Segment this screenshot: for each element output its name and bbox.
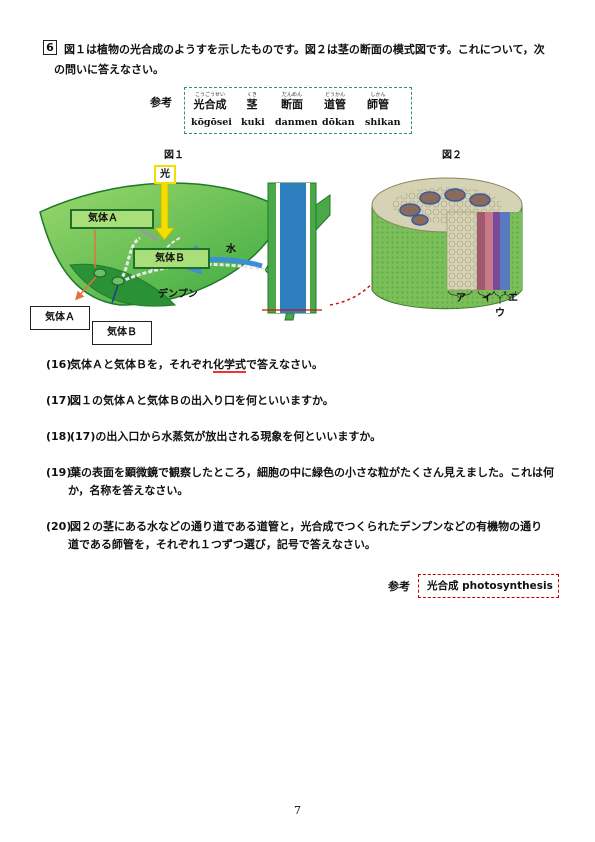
figure2-title: 図２ bbox=[442, 150, 462, 161]
question-20: (20)図２の茎にある水などの通り道である道管と，光合成でつくられたデンプンなど… bbox=[46, 518, 566, 554]
light-arrow bbox=[154, 182, 175, 241]
vocab-word: だんめん 断面 bbox=[277, 92, 307, 111]
vascular-bundle bbox=[411, 214, 429, 226]
vocab-ruby: だんめん bbox=[281, 92, 302, 98]
gas-b-in-arrow bbox=[111, 284, 119, 304]
intro-line-2: の問いに答えなさい。 bbox=[54, 63, 164, 76]
question-number: 6 bbox=[43, 40, 57, 55]
vocab-romaji: kōgōsei bbox=[191, 117, 232, 128]
question-num: (20) bbox=[46, 520, 72, 533]
question-16: (16)気体Ａと気体Ｂを，それぞれ化学式で答えなさい。 bbox=[46, 356, 323, 374]
vocab-ruby: しかん bbox=[370, 92, 386, 98]
question-text-cont: か，名称を答えなさい。 bbox=[68, 484, 189, 497]
vocab-ruby: どうかん bbox=[324, 92, 345, 98]
figures-svg bbox=[39, 177, 523, 321]
vocab-word: しかん 師管 bbox=[363, 92, 393, 111]
vocab-kanji: 断面 bbox=[281, 98, 303, 111]
question-text: 葉の表面を顕微鏡で観察したところ，細胞の中に緑色の小さな粒がたくさん見えました。… bbox=[70, 466, 554, 479]
cutaway-layer-a bbox=[477, 212, 485, 290]
figure1-title: 図１ bbox=[164, 150, 184, 161]
question-18: (18)(17)の出入口から水蒸気が放出される現象を何といいますか。 bbox=[46, 428, 381, 446]
vocab-kanji: 光合成 bbox=[193, 98, 227, 111]
vascular-bundle bbox=[419, 191, 441, 205]
vocab-ruby: くき bbox=[246, 92, 257, 98]
starch-label: デンプン bbox=[158, 289, 198, 300]
vocab-kanji: 師管 bbox=[367, 98, 389, 111]
vocab-romaji: danmen bbox=[275, 117, 318, 128]
vocab-word: どうかん 道管 bbox=[320, 92, 350, 111]
vocab-romaji: kuki bbox=[241, 117, 265, 128]
vascular-bundle bbox=[469, 193, 491, 207]
reference-label: 参考 bbox=[150, 96, 172, 109]
vocab-kanji: 茎 bbox=[246, 98, 258, 111]
water-label: 水 bbox=[226, 244, 236, 255]
vocab-kanji: 道管 bbox=[324, 98, 346, 111]
gas-a-path bbox=[137, 226, 159, 242]
label-u: ウ bbox=[495, 308, 505, 319]
leaf-midrib bbox=[119, 262, 271, 284]
vocab-ruby: こうごうせい bbox=[194, 92, 225, 98]
underlined-term: 化学式 bbox=[213, 358, 246, 373]
cutaway-layer-u bbox=[493, 212, 500, 290]
question-text-cont: 道である師管を，それぞれ１つずつ選び，記号で答えなさい。 bbox=[68, 538, 376, 551]
vascular-bundle bbox=[399, 203, 421, 217]
cutaway-pith bbox=[446, 211, 478, 291]
question-text: 図１の気体Ａと気体Ｂの出入り口を何といいますか。 bbox=[70, 394, 334, 407]
label-e: エ bbox=[508, 293, 518, 304]
vocab-word: くき 茎 bbox=[241, 92, 263, 111]
cutaway-layer-e bbox=[500, 212, 510, 290]
gas-a-out-arrow bbox=[74, 276, 97, 301]
label-i: イ bbox=[482, 293, 492, 304]
label-a: ア bbox=[456, 293, 466, 304]
vocab-romaji: dōkan bbox=[322, 117, 355, 128]
stoma bbox=[93, 268, 107, 278]
leaf-vein bbox=[149, 237, 181, 273]
stoma bbox=[111, 276, 125, 286]
question-text: で答えなさい。 bbox=[246, 358, 323, 371]
question-text: (17)の出入口から水蒸気が放出される現象を何といいますか。 bbox=[70, 430, 382, 443]
gas-b-callout: 気体Ｂ bbox=[92, 321, 152, 345]
figure1-stem bbox=[262, 182, 331, 314]
gas-a-label: 気体Ａ bbox=[70, 209, 154, 229]
question-num: (16) bbox=[46, 358, 72, 371]
light-label: 光 bbox=[154, 165, 176, 184]
reference2-label: 参考 bbox=[388, 580, 410, 593]
vocab-word: こうごうせい 光合成 bbox=[191, 92, 229, 111]
question-num: (17) bbox=[46, 394, 72, 407]
vocab-romaji: shikan bbox=[365, 117, 401, 128]
figure2-stem-section bbox=[371, 177, 523, 310]
leaf-vein bbox=[118, 236, 141, 283]
question-text: 図２の茎にある水などの通り道である道管と，光合成でつくられたデンプンなどの有機物… bbox=[70, 520, 543, 533]
page-number: 7 bbox=[294, 804, 301, 817]
question-19: (19)葉の表面を顕微鏡で観察したところ，細胞の中に緑色の小さな粒がたくさん見え… bbox=[46, 464, 566, 500]
question-17: (17)図１の気体Ａと気体Ｂの出入り口を何といいますか。 bbox=[46, 392, 334, 410]
gas-b-label: 気体Ｂ bbox=[133, 248, 210, 269]
question-num: (19) bbox=[46, 466, 72, 479]
question-intro: 図１は植物の光合成のようすを示したものです。図２は茎の断面の模式図です。これにつ… bbox=[54, 40, 564, 80]
reference-vocab-box: こうごうせい 光合成 くき 茎 だんめん 断面 どうかん 道管 しかん 師管 k… bbox=[184, 87, 412, 134]
intro-line-1: 図１は植物の光合成のようすを示したものです。図２は茎の断面の模式図です。これにつ… bbox=[64, 43, 545, 56]
question-text: 気体Ａと気体Ｂを，それぞれ bbox=[70, 358, 213, 371]
gas-a-callout: 気体Ａ bbox=[30, 306, 90, 330]
reference2-box: 光合成 photosynthesis bbox=[418, 574, 559, 598]
vascular-bundle bbox=[444, 188, 466, 202]
cutaway-layer-i bbox=[485, 212, 493, 290]
question-num: (18) bbox=[46, 430, 72, 443]
